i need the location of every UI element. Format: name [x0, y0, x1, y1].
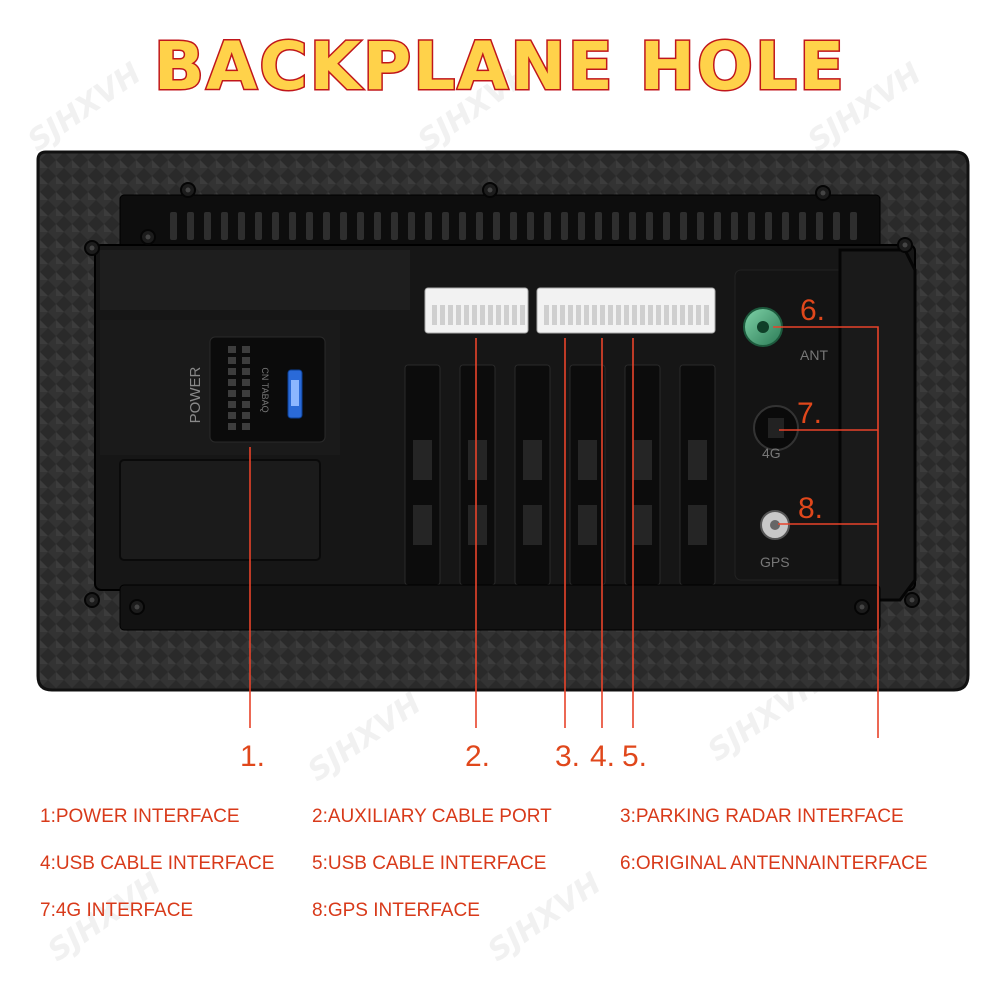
legend-item-7: 7:4G INTERFACE: [40, 900, 194, 921]
power-label: POWER: [187, 367, 204, 424]
legend-item-5: 5:USB CABLE INTERFACE: [312, 853, 547, 874]
legend-item-3: 3:PARKING RADAR INTERFACE: [620, 806, 904, 827]
callout-3: 3.: [555, 740, 581, 773]
legend-item-4: 4:USB CABLE INTERFACE: [40, 853, 275, 874]
callout-4: 4.: [590, 740, 616, 773]
legend-item-6: 6:ORIGINAL ANTENNAINTERFACE: [620, 853, 928, 874]
connector-code-label: CN TABAQ: [260, 367, 270, 412]
legend-item-1: 1:POWER INTERFACE: [40, 806, 240, 827]
callout-8: 8.: [798, 492, 824, 525]
callout-7: 7.: [797, 397, 823, 430]
watermark: SJHXVH: [481, 866, 608, 969]
4g-label: 4G: [762, 445, 781, 461]
page-title: BACKPLANE HOLE: [152, 27, 847, 107]
legend-item-8: 8:GPS INTERFACE: [312, 900, 480, 921]
legend-item-2: 2:AUXILIARY CABLE PORT: [312, 806, 552, 827]
callout-6: 6.: [800, 294, 826, 327]
gps-label: GPS: [760, 554, 790, 570]
callout-2: 2.: [465, 740, 491, 773]
callout-5: 5.: [622, 740, 648, 773]
ant-label: ANT: [800, 347, 828, 363]
backplane-panel: POWER CN TABAQ ANT 4G GPS: [36, 150, 970, 738]
callout-1: 1.: [240, 740, 266, 773]
